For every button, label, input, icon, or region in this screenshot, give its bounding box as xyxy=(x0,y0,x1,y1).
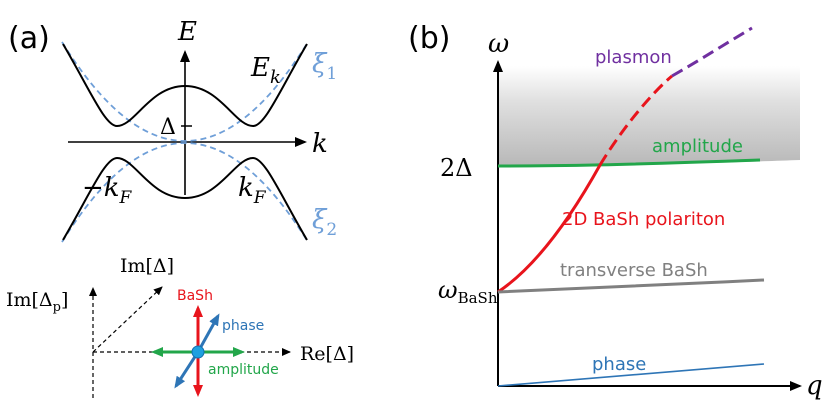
im-delta-p-main: Im[Δ xyxy=(6,289,53,311)
polariton-curve xyxy=(497,164,602,294)
phase-branch-label: phase xyxy=(592,354,646,375)
plasmon-curve xyxy=(671,26,753,78)
panel-a-label: (a) xyxy=(8,21,50,56)
omega-bash-main: ω xyxy=(438,276,458,304)
kf-main: k xyxy=(238,173,254,203)
re-delta-label: Re[Δ] xyxy=(300,343,354,365)
xi2-label: ξ2 xyxy=(312,205,337,240)
ground-state-dot xyxy=(191,345,205,359)
amplitude-branch-label: amplitude xyxy=(652,136,743,157)
bash-mode-label: BaSh xyxy=(177,288,213,304)
xi1-label-sub: 1 xyxy=(326,64,337,84)
im-delta-p-sub: p xyxy=(53,300,61,315)
two-delta-label: 2Δ xyxy=(440,154,473,182)
omega-bash-sub: BaSh xyxy=(458,289,498,307)
panel-a: (a) E k Δ Ek ξ1 ξ2 −kF kF Im[Δp] Im[Δ] R… xyxy=(6,17,354,398)
xi1-label-main: ξ xyxy=(312,49,328,79)
transverse-bash-label: transverse BaSh xyxy=(560,260,708,281)
lower-quasiparticle-band xyxy=(62,156,308,241)
im-delta-p-close: ] xyxy=(61,289,68,311)
im-delta-label: Im[Δ] xyxy=(120,255,174,277)
phase-arrow-up xyxy=(196,313,220,353)
im-delta-axis xyxy=(92,286,163,353)
negative-kf-sub: F xyxy=(119,188,133,208)
xi2-label-main: ξ xyxy=(312,205,328,235)
kf-sub: F xyxy=(253,188,267,208)
negative-kf-label: −kF xyxy=(82,173,133,208)
polariton-label: 2D BaSh polariton xyxy=(562,209,725,230)
ek-label: Ek xyxy=(250,53,281,88)
xi1-dispersion-curve xyxy=(61,41,309,142)
upper-quasiparticle-band xyxy=(62,43,308,128)
xi2-label-sub: 2 xyxy=(326,220,337,240)
ek-label-main: E xyxy=(250,53,270,83)
gap-label: Δ xyxy=(160,115,176,140)
momentum-axis-label: k xyxy=(312,129,328,159)
quasiparticle-continuum xyxy=(498,66,800,166)
energy-axis-label: E xyxy=(177,17,197,47)
omega-bash-label: ωBaSh xyxy=(438,276,498,307)
phase-mode-label: phase xyxy=(222,318,264,334)
panel-b: (b) ω q amplitude plasmon 2Δ 2D BaSh pol… xyxy=(408,21,823,401)
xi1-label: ξ1 xyxy=(312,49,337,84)
im-delta-p-label: Im[Δp] xyxy=(6,289,68,315)
transverse-bash-line xyxy=(497,278,765,294)
omega-axis-label: ω xyxy=(488,29,509,59)
kf-label: kF xyxy=(238,173,267,208)
panel-b-label: (b) xyxy=(408,21,450,56)
xi2-dispersion-curve xyxy=(61,142,309,243)
negative-kf-main: −k xyxy=(82,173,120,203)
amplitude-mode-label: amplitude xyxy=(208,362,279,378)
ek-label-sub: k xyxy=(270,67,281,88)
plasmon-label: plasmon xyxy=(595,47,672,68)
phase-arrow-down xyxy=(174,351,200,389)
phase-mode-line xyxy=(497,363,765,387)
q-axis-label: q xyxy=(806,371,823,401)
